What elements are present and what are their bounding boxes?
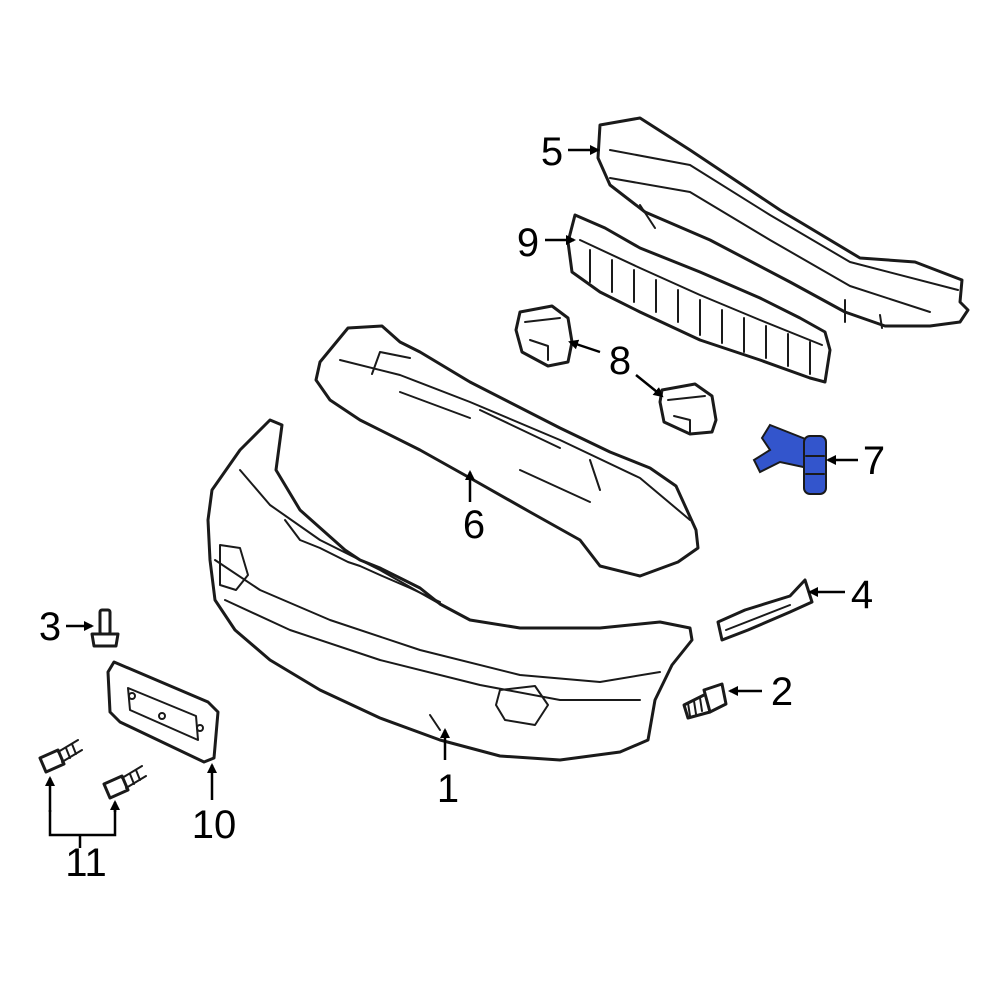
- highlighted-bracket-part[interactable]: [752, 423, 827, 495]
- callout-9: 9: [517, 221, 539, 265]
- bumper-strip-part[interactable]: [716, 578, 814, 642]
- callout-8: 8: [609, 339, 631, 383]
- callout-labels: 1 2 3 4 5 6 7 8 9 10 11: [39, 130, 885, 885]
- leader-lines: [45, 145, 858, 848]
- bracket-upper-part[interactable]: [514, 304, 574, 368]
- callout-10: 10: [192, 803, 237, 847]
- callout-6: 6: [463, 503, 485, 547]
- reinforcement-beam-part[interactable]: [596, 116, 970, 329]
- leader-8a: [568, 339, 601, 354]
- bracket-lower-part[interactable]: [658, 382, 718, 436]
- callout-7: 7: [863, 439, 885, 483]
- bolt-part[interactable]: [682, 682, 728, 720]
- license-plate-bracket-part[interactable]: [106, 660, 220, 764]
- lower-absorber-part[interactable]: [314, 324, 700, 578]
- screw-right-part[interactable]: [102, 765, 147, 800]
- leader-11: [48, 810, 117, 837]
- bracket-post-shape: [803, 435, 827, 495]
- callout-3: 3: [39, 605, 61, 649]
- callout-4: 4: [851, 573, 873, 617]
- callout-11: 11: [65, 841, 107, 885]
- small-bolt-part[interactable]: [90, 608, 120, 648]
- callout-1: 1: [437, 767, 459, 811]
- energy-absorber-part[interactable]: [566, 213, 832, 384]
- screw-left-part[interactable]: [38, 739, 83, 774]
- callout-2: 2: [771, 670, 793, 714]
- bracket-plate-shape: [752, 423, 809, 474]
- callout-5: 5: [541, 130, 563, 174]
- leader-8b: [635, 374, 664, 398]
- bumper-cover-part[interactable]: [206, 418, 694, 762]
